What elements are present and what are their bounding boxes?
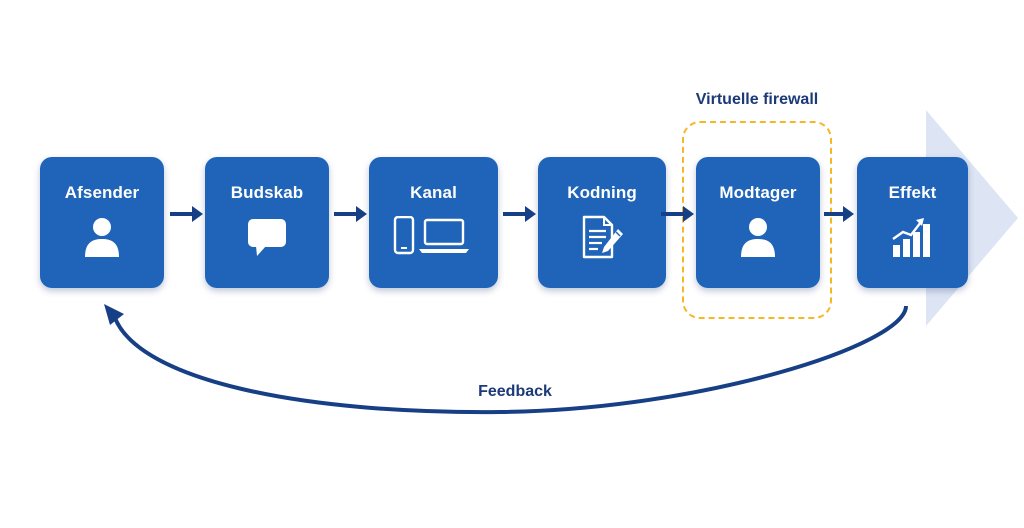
document-pen-icon [538, 213, 666, 261]
phone-laptop-icon [369, 213, 498, 261]
node-label: Afsender [64, 183, 140, 202]
person-icon [696, 213, 820, 261]
node-afsender: Afsender [40, 157, 164, 288]
person-icon [40, 213, 164, 261]
feedback-label: Feedback [478, 383, 552, 400]
node-label: Effekt [888, 183, 937, 202]
node-label: Kanal [410, 183, 457, 202]
node-label: Modtager [719, 183, 797, 202]
virtual-firewall-label: Virtuelle firewall [695, 91, 819, 108]
node-label: Kodning [567, 183, 637, 202]
node-kodning: Kodning [538, 157, 666, 288]
node-budskab: Budskab [205, 157, 329, 288]
node-modtager: Modtager [696, 157, 820, 288]
node-kanal: Kanal [369, 157, 498, 288]
speech-bubble-icon [205, 213, 329, 261]
node-effekt: Effekt [857, 157, 968, 288]
growth-chart-icon [857, 213, 968, 261]
node-label: Budskab [230, 183, 304, 202]
